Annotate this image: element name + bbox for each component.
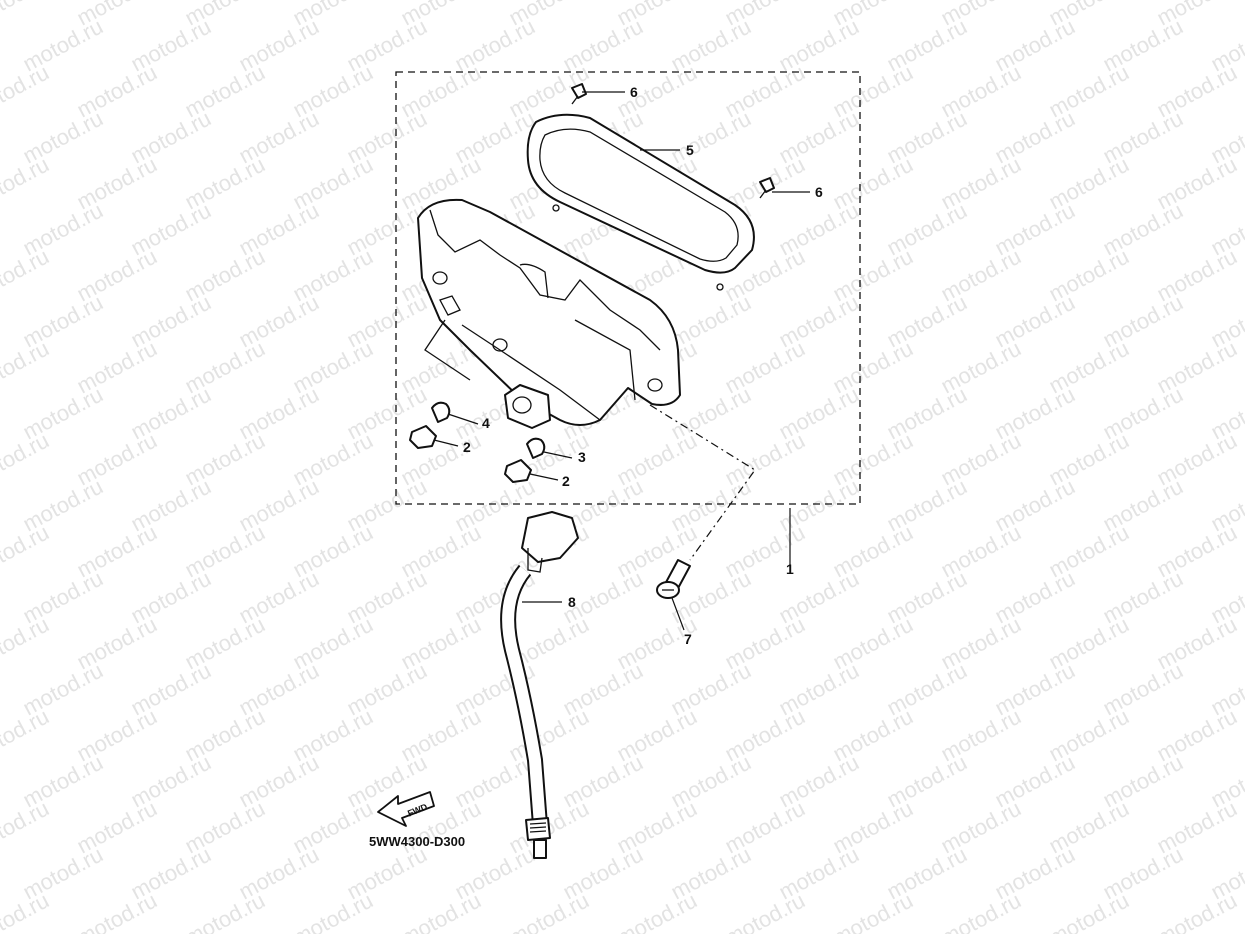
callout-screw-6-right: 6: [815, 184, 823, 200]
watermark-text: motod.ru: [937, 888, 1025, 934]
watermark-text: motod.ru: [0, 60, 53, 123]
callout-screw-6-top: 6: [630, 84, 638, 100]
watermark-text: motod.ru: [0, 0, 53, 30]
callout-socket-2a: 2: [463, 439, 471, 455]
assembly-boundary: [395, 71, 861, 505]
socket-2a: [409, 425, 437, 449]
screw-right: [759, 177, 775, 199]
callout-assembly-1: 1: [786, 561, 794, 577]
meter-housing: [417, 198, 681, 429]
bulb-3: [526, 437, 546, 459]
screw-top: [571, 83, 587, 105]
callout-bulb-4: 4: [482, 415, 490, 431]
socket-2b: [504, 459, 532, 483]
bulb-4: [431, 401, 451, 423]
watermark-text: motod.ru: [1045, 888, 1133, 934]
speedometer-cable: [500, 511, 579, 859]
watermark-text: motod.ru: [0, 152, 53, 215]
watermark-text: motod.ru: [721, 888, 809, 934]
watermark-text: motod.ru: [0, 428, 53, 491]
watermark-text: motod.ru: [181, 888, 269, 934]
reference-line: [649, 404, 756, 561]
watermark-text: motod.ru: [289, 888, 377, 934]
watermark-text: motod.ru: [0, 704, 53, 767]
watermark-text: motod.ru: [397, 888, 485, 934]
diagram-code: 5WW4300-D300: [369, 834, 465, 849]
watermark-text: motod.ru: [505, 888, 593, 934]
watermark-text: motod.ru: [0, 336, 53, 399]
watermark-text: motod.ru: [0, 796, 53, 859]
watermark-text: motod.ru: [0, 612, 53, 675]
watermark-text: motod.ru: [0, 520, 53, 583]
callout-socket-2b: 2: [562, 473, 570, 489]
callouts: 6 5 6 4 2 3 2 1 8 7: [463, 84, 823, 647]
watermark-text: motod.ru: [0, 244, 53, 307]
screw-7: [656, 559, 691, 599]
callout-screw-7: 7: [684, 631, 692, 647]
watermark-text: motod.ru: [613, 888, 701, 934]
callout-meter-cover-5: 5: [686, 142, 694, 158]
callout-bulb-3: 3: [578, 449, 586, 465]
callout-cable-8: 8: [568, 594, 576, 610]
watermark-text: motod.ru: [1153, 888, 1241, 934]
watermark-text: motod.ru: [73, 888, 161, 934]
leader-lines: [433, 91, 810, 631]
watermark-text: motod.ru: [829, 888, 917, 934]
meter-cover: [526, 113, 755, 291]
